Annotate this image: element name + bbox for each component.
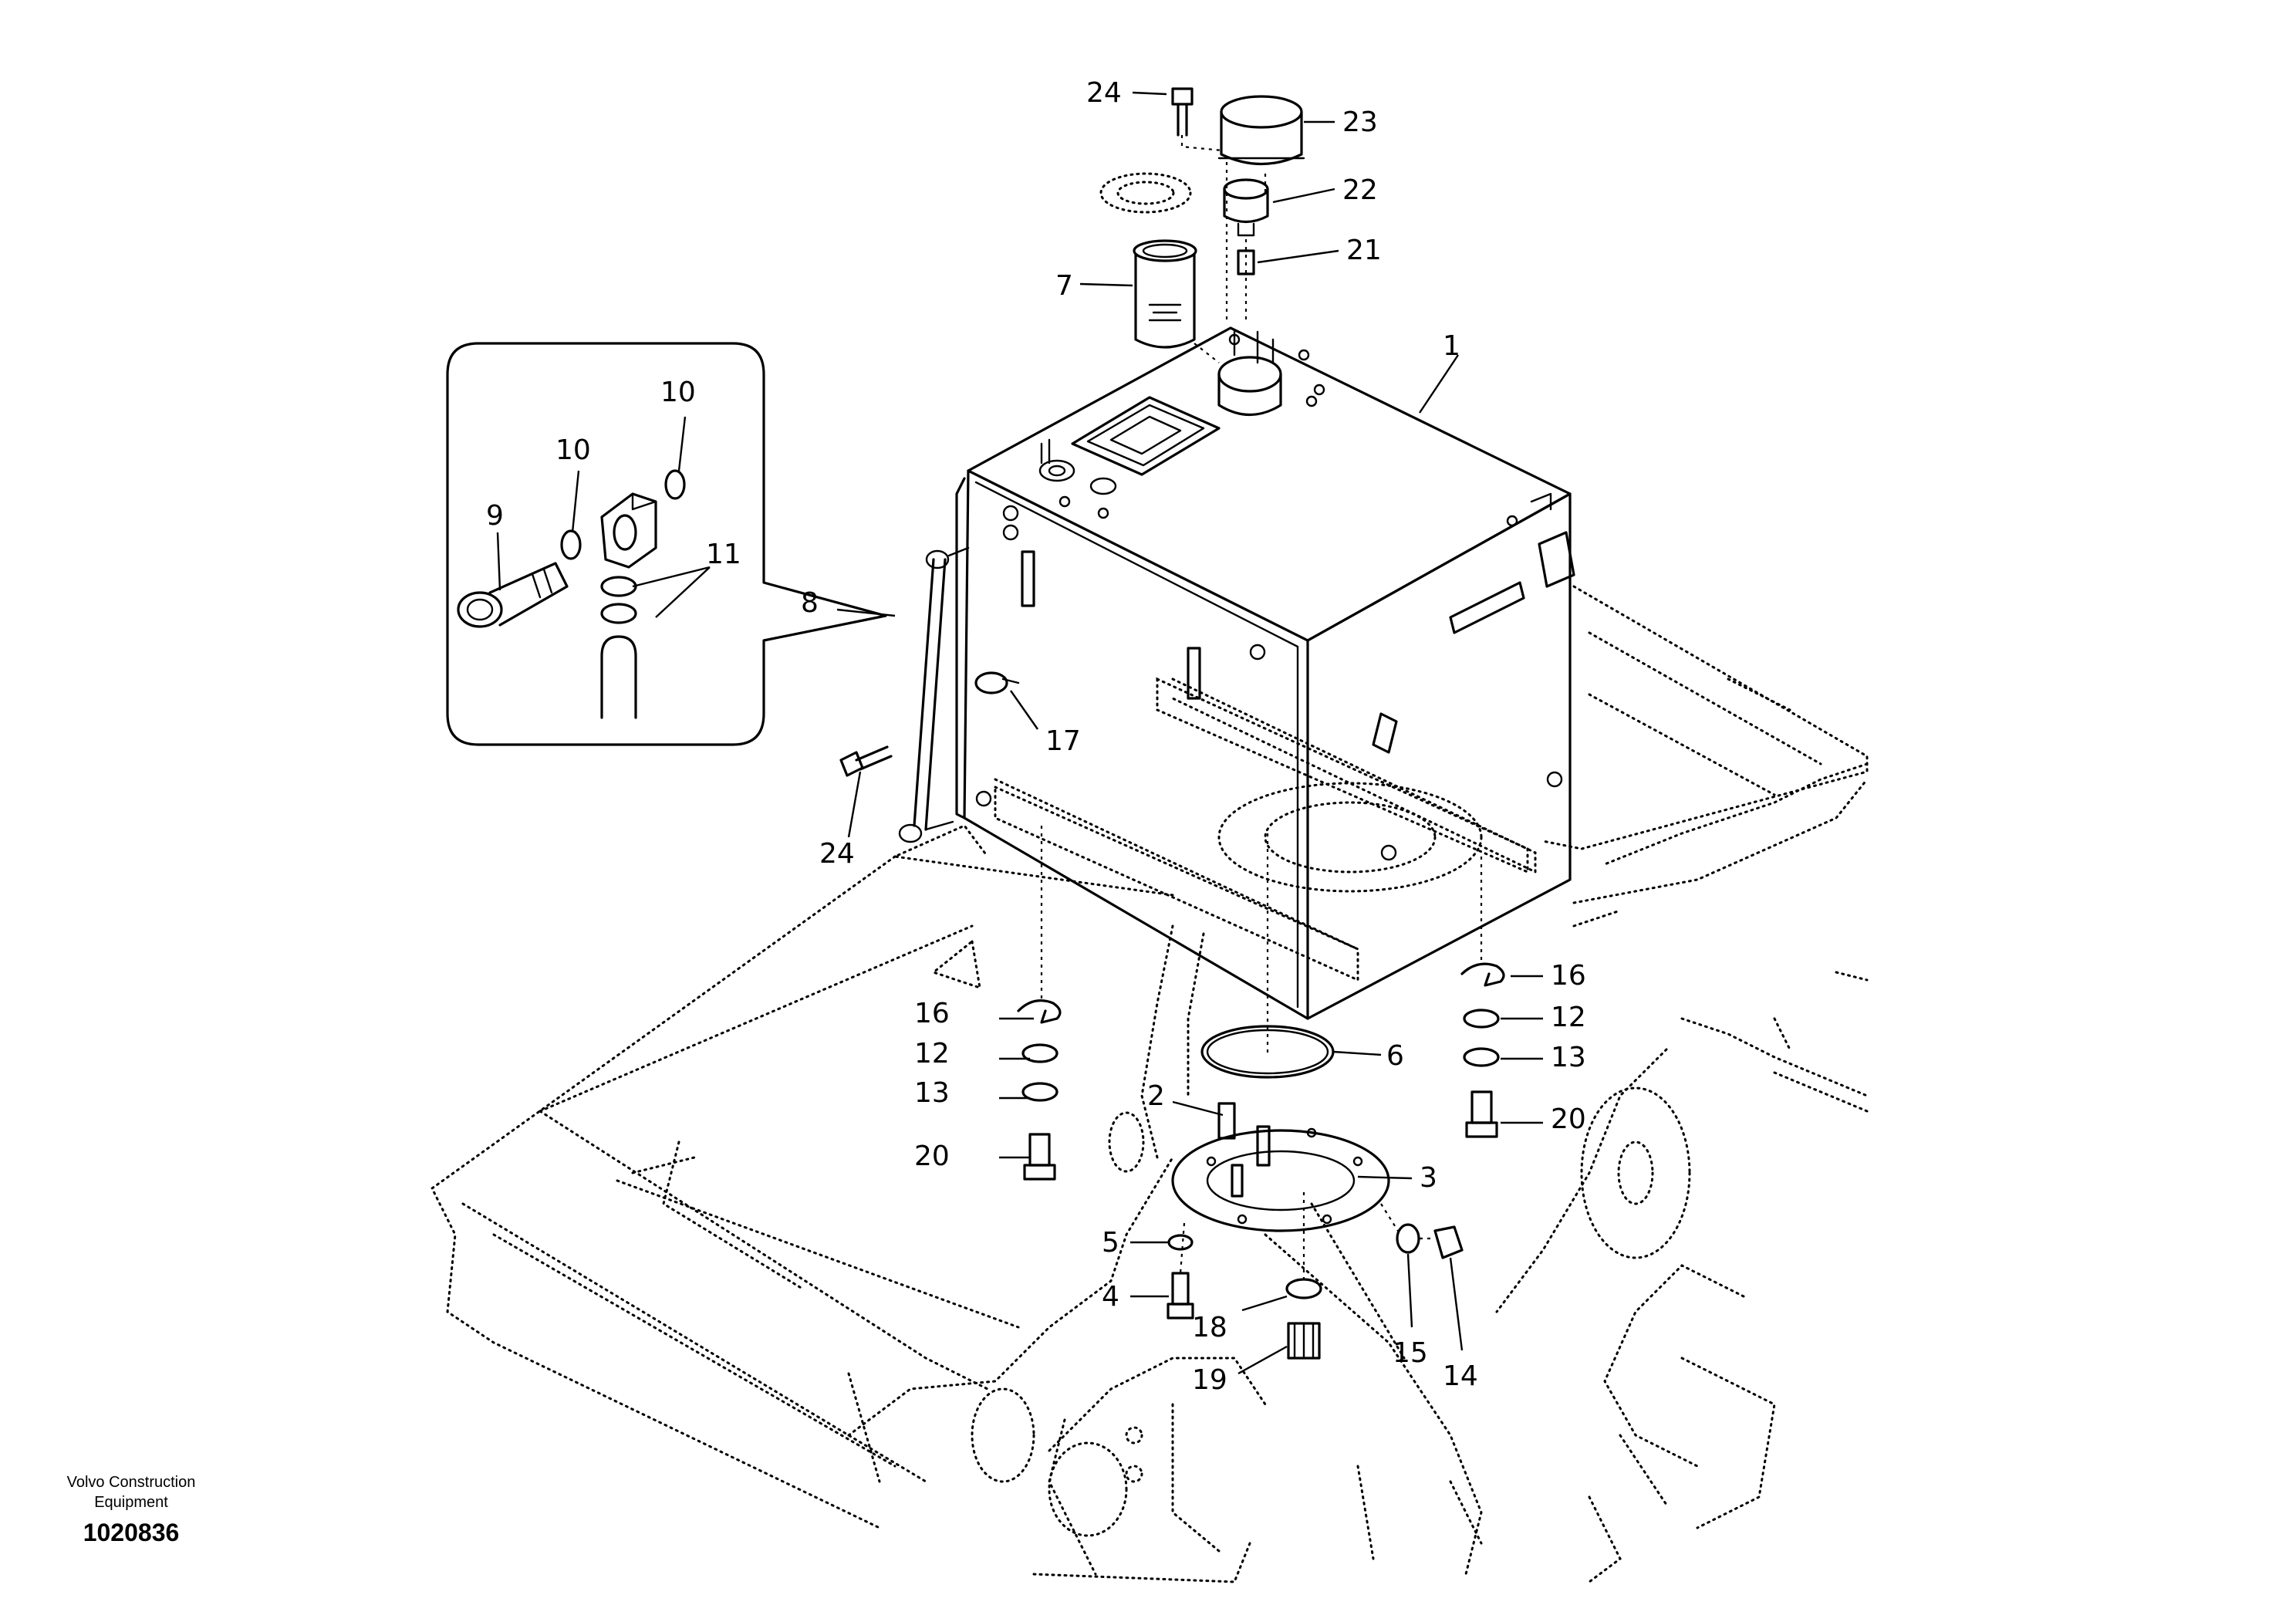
callout-label: 23: [1342, 106, 1378, 138]
callout-label: 15: [1393, 1337, 1428, 1369]
callout-label: 5: [1102, 1227, 1119, 1259]
level-gauge-assembly: [898, 546, 970, 843]
callout-label: 2: [1147, 1080, 1165, 1112]
callout-label: 9: [486, 500, 504, 532]
callout-label: 14: [1443, 1360, 1478, 1392]
callout-label: 6: [1386, 1040, 1404, 1072]
callout-label: 13: [914, 1077, 950, 1109]
callout-label: 1: [1443, 330, 1460, 362]
callout-label: 20: [1551, 1103, 1586, 1135]
o-ring-icon: [600, 576, 637, 597]
machine-frame-outline: [430, 585, 1869, 1583]
publisher-name: Volvo Construction Equipment: [23, 1472, 239, 1512]
callout-label: 8: [801, 587, 819, 619]
callout-label: 10: [555, 434, 591, 466]
detail-inset: [446, 342, 887, 746]
callout-label: 10: [660, 377, 696, 408]
hydraulic-tank: [955, 326, 1575, 1020]
callout-label: 13: [1551, 1042, 1586, 1073]
callout-label: 3: [1420, 1162, 1437, 1194]
banjo-fitting-icon: [600, 492, 657, 569]
callout-label: 24: [819, 838, 855, 870]
callout-label: 4: [1102, 1281, 1119, 1313]
callout-label: 21: [1346, 235, 1382, 266]
callout-label: 12: [1551, 1002, 1586, 1033]
company-text: Volvo Construction Equipment: [66, 1474, 196, 1511]
callouts: 24 23 22 21 7 1 10 10 9 11 8 17 24 16 12…: [486, 77, 1586, 1396]
o-ring-icon: [664, 469, 686, 500]
lower-components: [839, 745, 1505, 1360]
o-ring-icon: [560, 529, 582, 560]
callout-label: 17: [1045, 725, 1081, 757]
o-ring-icon: [600, 603, 637, 624]
callout-label: 20: [914, 1140, 950, 1172]
callout-label: 19: [1192, 1364, 1227, 1396]
drawing-number: 1020836: [83, 1519, 180, 1546]
flange-plate-icon: [1171, 1129, 1390, 1232]
top-components: [1099, 87, 1305, 363]
banjo-bolt-icon: [457, 562, 569, 628]
callout-label: 24: [1086, 77, 1122, 109]
callout-label: 18: [1192, 1312, 1227, 1343]
callout-label: 22: [1342, 174, 1378, 206]
callout-label: 11: [706, 539, 741, 570]
hose-icon: [600, 635, 637, 719]
callout-label: 16: [914, 998, 950, 1029]
leader-lines: [496, 91, 1543, 1375]
callout-label: 12: [914, 1038, 950, 1070]
callout-label: 7: [1055, 270, 1073, 302]
callout-label: 16: [1551, 960, 1586, 992]
